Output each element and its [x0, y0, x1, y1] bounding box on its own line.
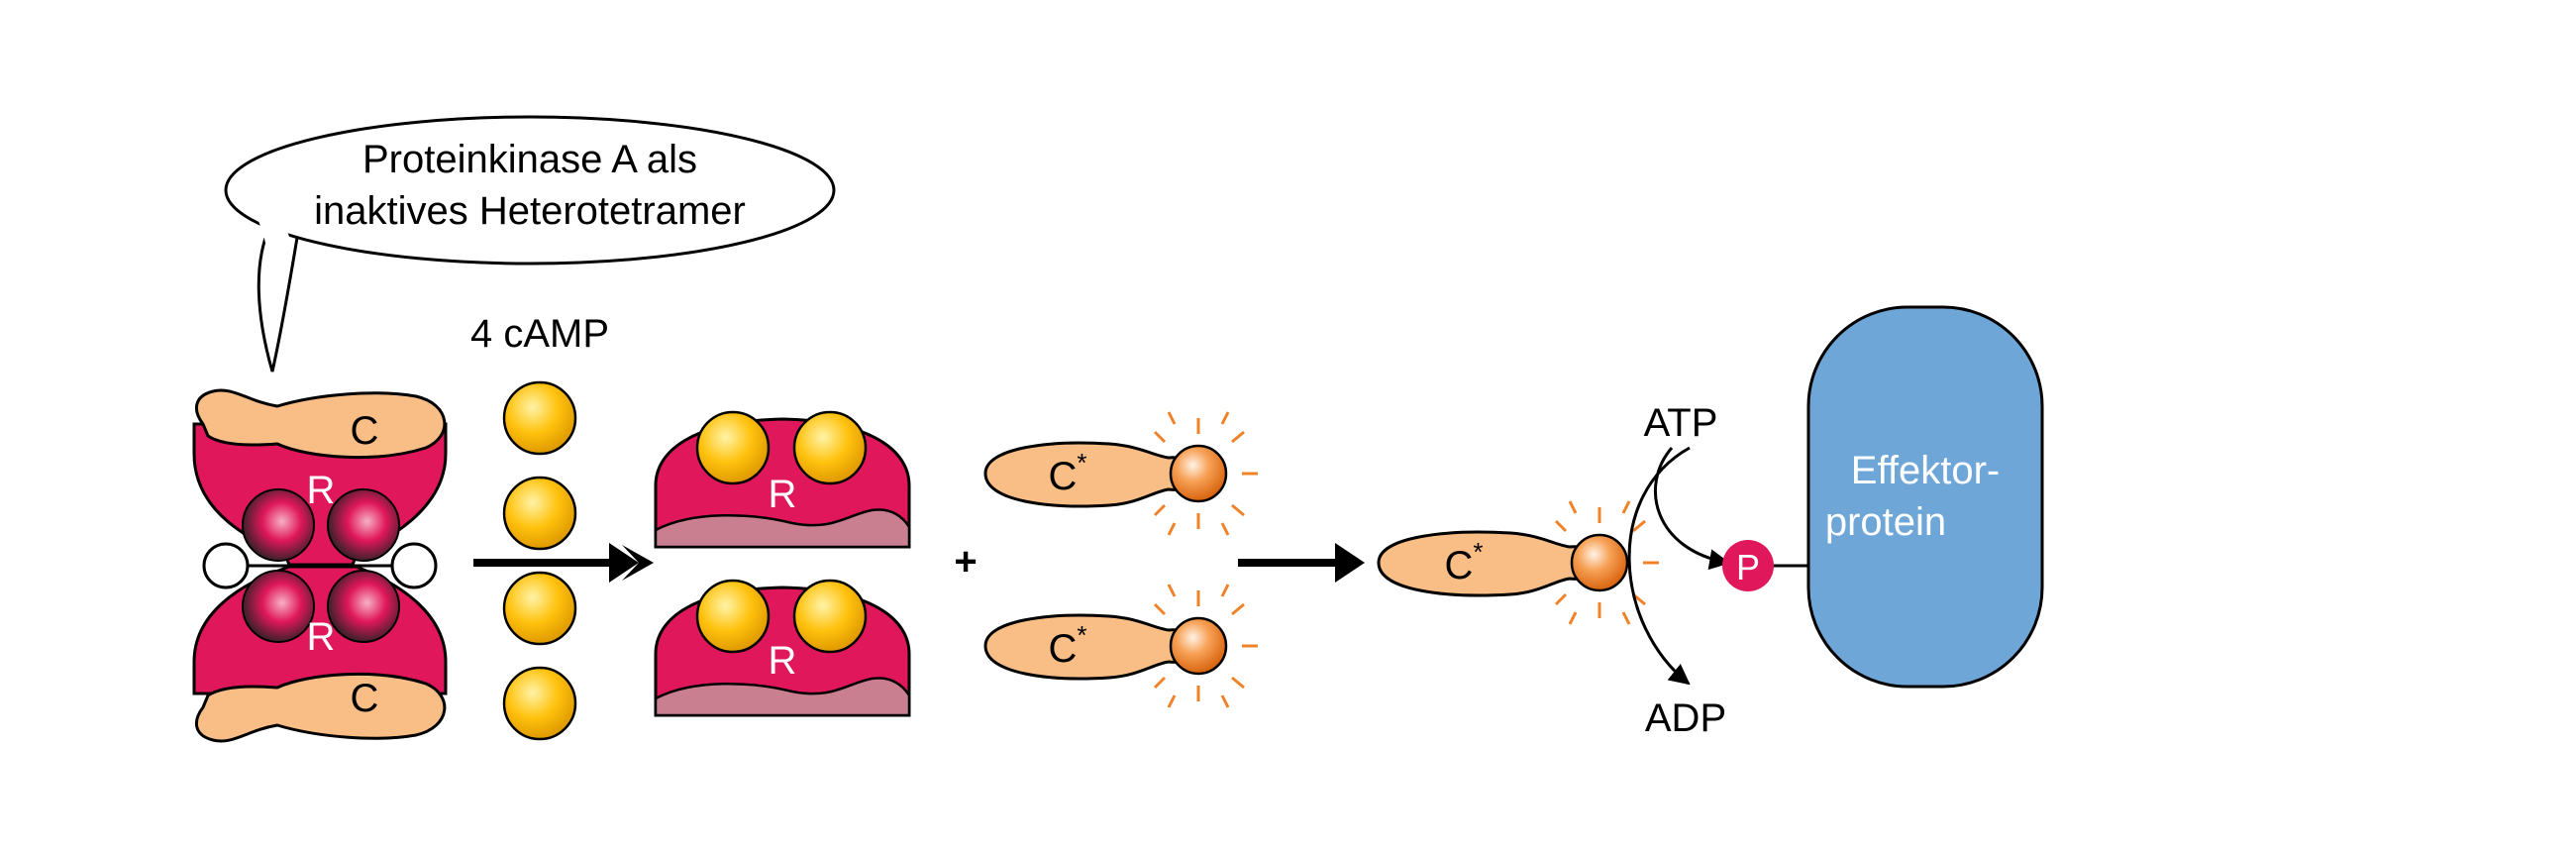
- binding-pocket: [327, 570, 400, 643]
- active-catalytic-subunit: C*: [983, 584, 1258, 708]
- camp-molecule: [502, 666, 577, 741]
- bound-camp: [695, 579, 771, 654]
- inactive-heterotetramer: R R C C: [192, 388, 448, 743]
- callout-line-2: inaktives Heterotetramer: [314, 189, 746, 233]
- phosphate-label: P: [1736, 547, 1760, 587]
- activity-rays: [1153, 411, 1258, 536]
- effector-label-line-1: Effektor-: [1851, 449, 2000, 492]
- effector-label-line-2: protein: [1825, 500, 1946, 544]
- catalytic-subunit-top: [194, 388, 447, 459]
- camp-label: 4 cAMP: [470, 312, 609, 356]
- bound-camp: [792, 579, 868, 654]
- effector-protein: Effektor- protein: [1806, 305, 2044, 689]
- callout-line-1: Proteinkinase A als: [362, 138, 697, 181]
- regulatory-label: R: [769, 473, 797, 516]
- active-catalytic-subunit-main: C*: [1377, 500, 1659, 625]
- regulatory-dimer-bottom: R: [654, 579, 911, 717]
- regulatory-label: R: [769, 639, 797, 683]
- binding-pocket: [327, 488, 400, 562]
- active-catalytic-subunit: C*: [983, 411, 1258, 536]
- atp-to-phosphate-arrow: [1654, 447, 1731, 571]
- plus-sign: +: [954, 540, 977, 584]
- camp-molecule: [502, 476, 577, 551]
- active-catalytic-label: C*: [1444, 537, 1483, 587]
- regulatory-dimer-top: R: [654, 410, 911, 549]
- camp-molecule: [502, 380, 577, 456]
- active-catalytic-label: C*: [1048, 620, 1086, 671]
- callout-bubble: Proteinkinase A als inaktives Heterotetr…: [224, 115, 836, 373]
- atp-label: ATP: [1644, 401, 1718, 445]
- catalytic-label: C: [351, 409, 379, 453]
- regulatory-label: R: [307, 615, 336, 659]
- activity-rays: [1554, 500, 1659, 625]
- binding-pocket: [242, 570, 315, 643]
- regulatory-label: R: [307, 469, 336, 512]
- bound-camp: [695, 410, 771, 485]
- camp-molecules: [502, 380, 577, 741]
- adp-label: ADP: [1645, 696, 1726, 740]
- bound-camp: [792, 410, 868, 485]
- catalytic-subunit-bottom: [194, 673, 447, 743]
- activity-rays: [1153, 584, 1258, 708]
- phosphate-group: P: [1722, 540, 1817, 591]
- active-catalytic-label: C*: [1048, 448, 1086, 498]
- atp-to-adp-arrow: [1627, 446, 1691, 686]
- binding-pocket: [242, 488, 315, 562]
- catalytic-label: C: [351, 677, 379, 720]
- camp-molecule: [502, 571, 577, 646]
